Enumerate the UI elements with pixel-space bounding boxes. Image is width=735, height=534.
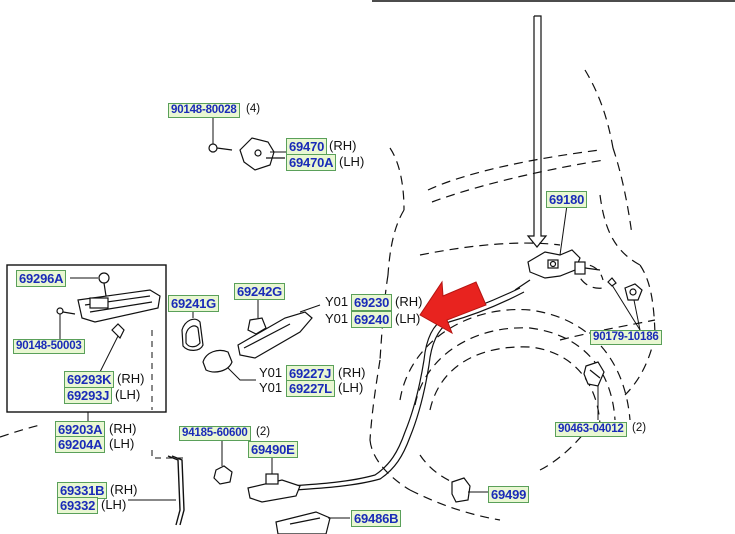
- part-label-69230[interactable]: 69230: [351, 294, 393, 311]
- part-69499-icon: [451, 477, 471, 503]
- suffix-69227J: (RH): [338, 365, 366, 380]
- lock-bracket-69470-icon: [239, 137, 285, 171]
- part-label-94185-60600[interactable]: 94185-60600: [179, 426, 251, 441]
- part-label-90463-04012[interactable]: 90463-04012: [555, 422, 627, 437]
- suffix-69227L: (LH): [338, 380, 364, 395]
- screw-90148-80028-icon: [208, 143, 233, 153]
- part-label-69499[interactable]: 69499: [488, 486, 530, 503]
- part-label-69486B[interactable]: 69486B: [351, 510, 402, 527]
- bolt-90179-icon: [607, 277, 643, 301]
- suffix-69240: (LH): [395, 311, 421, 326]
- rod-69331-icon: [167, 455, 185, 526]
- color-code-y01-d: Y01: [259, 380, 283, 395]
- part-label-69293J[interactable]: 69293J: [64, 387, 113, 404]
- part-label-69332[interactable]: 69332: [57, 497, 99, 514]
- part-label-69227L[interactable]: 69227L: [286, 380, 335, 397]
- part-label-69241G[interactable]: 69241G: [168, 295, 220, 312]
- part-label-90179-10186[interactable]: 90179-10186: [590, 330, 662, 345]
- part-label-69490E[interactable]: 69490E: [248, 441, 298, 458]
- leader-69180: [559, 204, 568, 256]
- handle-bezel-69241G-icon: [181, 318, 204, 351]
- cover-69242G-icon: [247, 317, 267, 335]
- part-label-90148-80028[interactable]: 90148-80028: [168, 103, 240, 118]
- view-arrow: [526, 15, 548, 248]
- suffix-69470A: (LH): [339, 154, 365, 169]
- clip-94185-icon: [213, 465, 233, 485]
- inner-handle-icon: [202, 349, 233, 373]
- suffix-69203A: (RH): [109, 421, 137, 436]
- qty-94185-60600: (2): [256, 426, 271, 438]
- inset-box: [6, 264, 167, 413]
- part-label-69293K[interactable]: 69293K: [64, 371, 115, 388]
- leader-69230: [299, 304, 321, 313]
- part-label-69470[interactable]: 69470: [286, 138, 328, 155]
- leader-90179-b: [633, 299, 641, 331]
- color-code-y01-c: Y01: [259, 365, 283, 380]
- color-code-y01-a: Y01: [325, 294, 349, 309]
- color-code-y01-b: Y01: [325, 311, 349, 326]
- lever-69490E-icon: [247, 473, 301, 503]
- leader-69293: [99, 335, 119, 373]
- highlight-arrow: [419, 280, 487, 335]
- part-label-90148-50003[interactable]: 90148-50003: [13, 339, 85, 354]
- suffix-69293K: (RH): [117, 371, 145, 386]
- qty-90463-04012: (2): [632, 422, 647, 434]
- latch-assembly: [527, 249, 601, 279]
- suffix-69293J: (LH): [115, 387, 141, 402]
- part-label-69296A[interactable]: 69296A: [16, 270, 67, 287]
- suffix-69230: (RH): [395, 294, 423, 309]
- part-label-69331B[interactable]: 69331B: [57, 482, 108, 499]
- part-label-69242G[interactable]: 69242G: [234, 283, 286, 300]
- inset-dashes: [151, 330, 185, 459]
- suffix-69331B: (RH): [110, 482, 138, 497]
- cover-69486B-icon: [275, 511, 331, 534]
- part-label-69203A[interactable]: 69203A: [55, 421, 106, 438]
- suffix-69204A: (LH): [109, 436, 135, 451]
- part-label-69180[interactable]: 69180: [546, 191, 588, 208]
- leader-90179: [611, 284, 641, 331]
- outer-handle-icon: [237, 311, 313, 359]
- clip-90463-icon: [583, 361, 605, 387]
- inner-handle-frame-icon: [56, 272, 161, 340]
- leader-69227: [227, 367, 256, 381]
- qty-90148-80028: (4): [246, 103, 261, 115]
- part-label-69204A[interactable]: 69204A: [55, 436, 106, 453]
- suffix-69470: (RH): [329, 138, 357, 153]
- part-label-69240[interactable]: 69240: [351, 311, 393, 328]
- part-label-69227J[interactable]: 69227J: [286, 365, 335, 382]
- part-label-69470A[interactable]: 69470A: [286, 154, 337, 171]
- suffix-69332: (LH): [101, 497, 127, 512]
